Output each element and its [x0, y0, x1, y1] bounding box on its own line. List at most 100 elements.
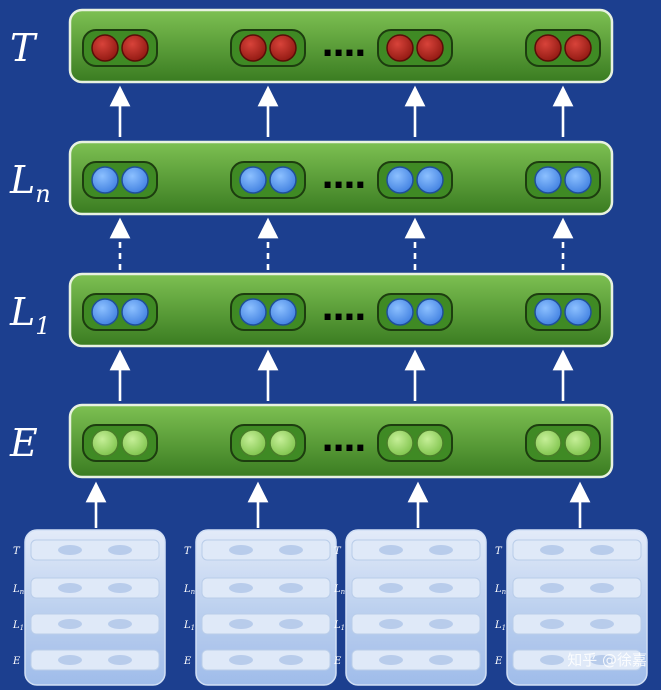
layer-label: L1 — [9, 290, 51, 340]
mini-cell — [279, 545, 303, 555]
mini-row — [30, 577, 160, 599]
cell-pill — [525, 161, 601, 199]
mini-label-main: T — [334, 546, 342, 557]
hidden-unit-circle — [534, 429, 562, 457]
hidden-unit-circle — [386, 429, 414, 457]
mini-cell — [540, 655, 564, 665]
mini-label: Ln — [333, 584, 346, 596]
cell-pill — [82, 293, 158, 331]
mini-label-main: L — [494, 584, 502, 595]
mini-label-sub: n — [191, 588, 196, 596]
mini-label: L1 — [494, 620, 506, 632]
cell-pill — [525, 29, 601, 67]
hidden-unit-circle — [534, 166, 562, 194]
mini-label: E — [183, 656, 192, 667]
hidden-unit-circle — [121, 166, 149, 194]
cell-pill — [377, 293, 453, 331]
mini-cell — [379, 545, 403, 555]
layer-box — [68, 8, 614, 84]
mini-label-sub: 1 — [502, 624, 506, 632]
mini-cell — [590, 655, 614, 665]
layer-box — [68, 403, 614, 479]
layer-L1: L1.... — [9, 272, 614, 348]
layer-label-main: E — [9, 421, 38, 465]
hidden-unit-circle — [91, 166, 119, 194]
cell-pill — [82, 424, 158, 462]
mini-row — [512, 577, 642, 599]
mini-cell — [58, 583, 82, 593]
cell-pill — [230, 29, 306, 67]
hidden-unit-circle — [269, 429, 297, 457]
hidden-unit-circle — [386, 34, 414, 62]
cell-pill — [82, 29, 158, 67]
mini-label: Ln — [494, 584, 507, 596]
mini-cell — [429, 583, 453, 593]
mini-label-main: L — [12, 620, 20, 631]
mini-cell — [590, 583, 614, 593]
mini-label: Ln — [12, 584, 25, 596]
mini-cell — [379, 619, 403, 629]
hidden-unit-circle — [121, 298, 149, 326]
mini-row — [351, 613, 481, 635]
mini-row — [351, 577, 481, 599]
mini-cell — [590, 619, 614, 629]
hidden-unit-circle — [416, 166, 444, 194]
mini-label: L1 — [333, 620, 345, 632]
ellipsis-text: .... — [321, 25, 365, 65]
mini-cell — [229, 545, 253, 555]
mini-row — [30, 613, 160, 635]
layer-E: E.... — [9, 403, 614, 479]
mini-cell — [58, 619, 82, 629]
mini-label-sub: 1 — [20, 624, 24, 632]
mini-label: L1 — [183, 620, 195, 632]
mini-row — [30, 539, 160, 561]
mini-label-main: T — [495, 546, 503, 557]
mini-label-main: T — [13, 546, 21, 557]
hidden-unit-circle — [269, 298, 297, 326]
cell-pill — [525, 293, 601, 331]
layer-box — [68, 140, 614, 216]
mini-row — [201, 649, 331, 671]
mini-row — [512, 613, 642, 635]
mini-label-main: L — [12, 584, 20, 595]
hidden-unit-circle — [386, 298, 414, 326]
mini-row — [512, 649, 642, 671]
mini-cell — [108, 655, 132, 665]
layer-T: T.... — [10, 8, 614, 84]
hidden-unit-circle — [91, 429, 119, 457]
cell-pill — [377, 161, 453, 199]
mini-cell — [540, 583, 564, 593]
mini-label-sub: n — [341, 588, 346, 596]
hidden-unit-circle — [564, 34, 592, 62]
mini-label-sub: 1 — [191, 624, 195, 632]
layer-label: E — [9, 421, 38, 465]
ellipsis-text: .... — [321, 420, 365, 460]
mini-label-main: E — [12, 656, 21, 667]
mini-cell — [590, 545, 614, 555]
mini-label-main: T — [184, 546, 192, 557]
mini-label-main: E — [183, 656, 192, 667]
mini-cell — [229, 583, 253, 593]
mini-stack-box — [345, 529, 487, 686]
mini-row — [30, 649, 160, 671]
mini-cell — [379, 655, 403, 665]
layer-label-sub: n — [35, 180, 50, 208]
layer-rows: T....Ln....L1....E.... — [9, 8, 614, 479]
hidden-unit-circle — [564, 429, 592, 457]
mini-cell — [279, 655, 303, 665]
connection-arrows — [85, 85, 591, 528]
mini-label-main: L — [333, 584, 341, 595]
mini-cell — [429, 619, 453, 629]
mini-label-main: L — [183, 584, 191, 595]
mini-row — [201, 577, 331, 599]
mini-stack-box — [506, 529, 648, 686]
layer-label-main: L — [9, 290, 35, 334]
watermark-text: 知乎 @徐嘉 — [567, 651, 647, 669]
mini-cell — [429, 545, 453, 555]
cell-pill — [230, 424, 306, 462]
layer-label-main: L — [9, 158, 35, 202]
mini-label-sub: n — [502, 588, 507, 596]
